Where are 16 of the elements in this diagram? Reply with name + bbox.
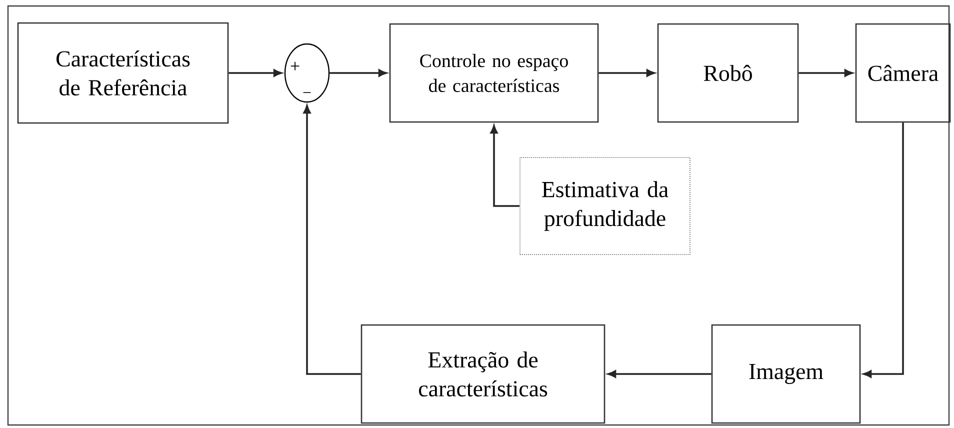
process-box: Características de Referência: [17, 22, 229, 124]
process-box: Imagem: [711, 324, 861, 424]
arrow: [598, 69, 655, 77]
arrow: [303, 105, 361, 375]
arrow: [608, 370, 712, 378]
arrow: [490, 125, 520, 207]
process-box: Robô: [657, 23, 799, 123]
summing-junction: + −: [284, 43, 330, 103]
arrow: [863, 122, 904, 378]
process-box: Extração de características: [360, 324, 606, 424]
process-box: Controle no espaço de características: [389, 23, 599, 123]
arrow: [798, 69, 853, 77]
process-box: Câmera: [855, 23, 951, 123]
arrow: [330, 69, 387, 77]
arrow: [228, 69, 282, 77]
process-box: Estimativa da profundidade: [520, 157, 690, 255]
